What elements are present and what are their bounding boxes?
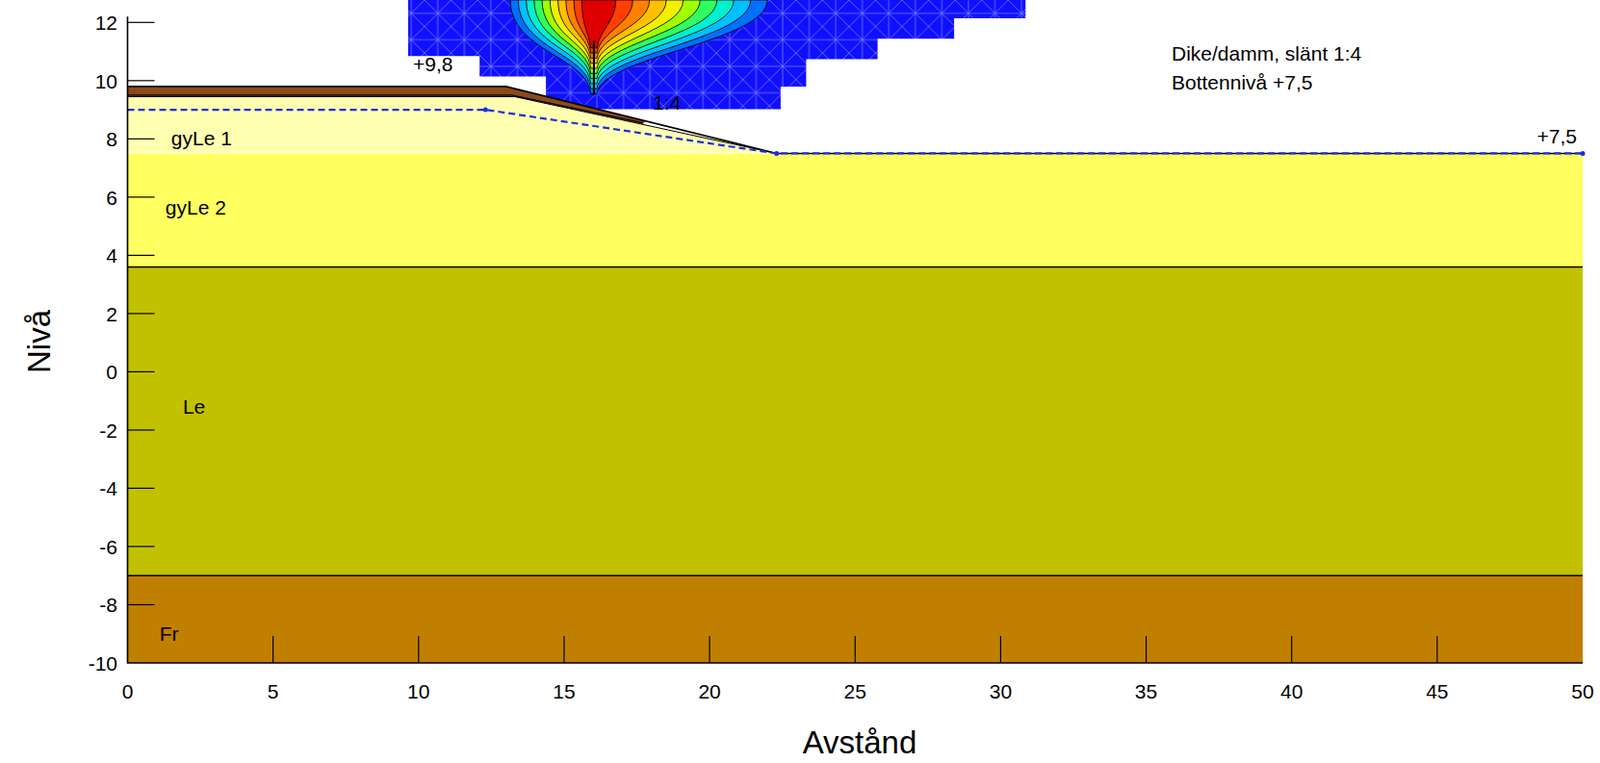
axis-line <box>128 16 1584 664</box>
x-tick-label: 5 <box>267 681 280 702</box>
y-tick-label: 12 <box>95 12 118 33</box>
layer-label: Le <box>182 395 206 416</box>
x-tick <box>1145 636 1147 664</box>
contour-band <box>510 0 768 95</box>
x-tick <box>563 636 565 664</box>
y-tick <box>128 312 155 314</box>
contour-band <box>526 0 735 84</box>
layer-label: Fr <box>159 623 180 645</box>
x-tick <box>854 636 856 664</box>
x-tick-label: 30 <box>989 681 1012 702</box>
contour-band <box>534 0 718 79</box>
level-label: +7,5 <box>1537 126 1577 147</box>
y-tick-label: 4 <box>105 245 118 266</box>
x-tick-label: 15 <box>552 681 575 702</box>
y-tick-label: -10 <box>88 653 118 674</box>
contour-band <box>517 0 750 89</box>
y-tick-label: 6 <box>105 186 118 207</box>
y-tick <box>128 545 155 547</box>
y-tick-label: -2 <box>99 419 118 440</box>
y-tick-label: 10 <box>95 70 118 91</box>
y-tick <box>128 604 155 606</box>
water-point <box>483 107 489 113</box>
layer-boundary <box>128 266 1584 269</box>
soil-layer: gyLe 2 <box>128 153 1584 267</box>
y-tick <box>128 79 155 81</box>
contour-band <box>566 0 650 58</box>
x-tick-label: 20 <box>697 681 721 702</box>
x-tick-label: 40 <box>1280 681 1303 702</box>
fr-layer <box>128 575 1584 664</box>
x-tick <box>1290 636 1292 664</box>
y-tick-label: -8 <box>99 594 118 616</box>
x-tick-label: 0 <box>122 681 134 702</box>
note: Dike/damm, slänt 1:4 <box>1171 43 1362 64</box>
level-label: +9,8 <box>412 53 453 75</box>
y-tick <box>128 138 155 140</box>
x-tick-label: 25 <box>844 681 867 702</box>
contour-band <box>541 0 700 74</box>
x-tick-label: 35 <box>1135 681 1158 702</box>
y-tick <box>128 22 155 24</box>
x-tick-label: 45 <box>1425 681 1448 702</box>
ground-surface <box>128 86 1584 155</box>
layer-label: gyLe 2 <box>165 197 227 218</box>
note: Bottennivå +7,5 <box>1171 72 1314 93</box>
layer-boundary <box>128 574 1584 577</box>
y-tick <box>128 488 155 490</box>
gyle2-layer <box>128 153 1584 267</box>
y-tick <box>128 255 155 257</box>
x-tick <box>417 636 419 664</box>
y-tick <box>128 371 155 373</box>
x-tick-label: 10 <box>407 681 430 702</box>
y-tick-label: -4 <box>99 478 118 499</box>
x-tick-label: 50 <box>1571 681 1594 702</box>
water-point <box>1580 151 1586 156</box>
slope-label: 1:4 <box>652 92 681 113</box>
soil-layer: Fr <box>128 575 1584 664</box>
x-tick <box>1000 636 1002 664</box>
le-layer <box>128 266 1584 576</box>
x-tick <box>1436 636 1438 664</box>
y-tick-label: 8 <box>105 129 118 150</box>
water-point <box>774 151 779 156</box>
y-tick <box>128 429 155 431</box>
x-tick <box>272 636 274 664</box>
axis-title: Nivå <box>23 309 55 374</box>
soil-layer: gyLe 1 <box>128 96 507 154</box>
x-tick <box>708 636 710 664</box>
contour-band <box>558 0 668 64</box>
y-tick-label: -6 <box>99 536 118 557</box>
contour-stem <box>593 40 595 95</box>
contour-band <box>573 0 633 53</box>
y-tick <box>128 196 155 198</box>
axis-title: Avstånd <box>802 726 918 759</box>
contour-band <box>581 0 616 49</box>
surface-zone <box>128 86 777 155</box>
fill-layer <box>128 86 646 125</box>
y-tick-label: 2 <box>105 303 118 324</box>
layer-label: gyLe 1 <box>171 127 233 148</box>
contour-band <box>549 0 683 69</box>
soil-layer: Le <box>128 266 1584 576</box>
water-level <box>128 109 1584 154</box>
y-tick-label: 0 <box>105 361 118 383</box>
